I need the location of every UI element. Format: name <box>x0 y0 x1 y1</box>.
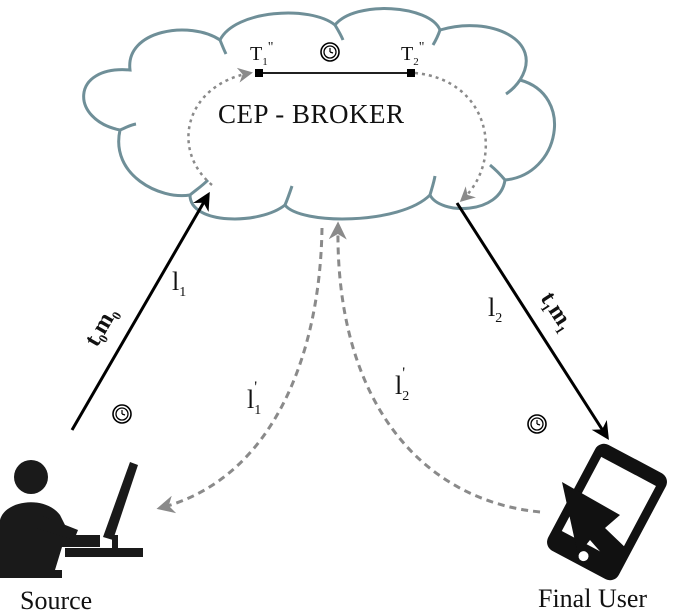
person-computer-icon <box>0 460 143 578</box>
arrow-source-to-broker <box>70 191 210 431</box>
timestamp-t1: T1" <box>250 40 273 68</box>
node-label-source: Source <box>20 586 92 611</box>
message-t1-m1: t1m1 <box>533 287 579 337</box>
clock-icon <box>320 42 340 62</box>
broker-title: CEP - BROKER <box>218 99 405 129</box>
timestamp-t2: T2" <box>401 40 424 68</box>
label-l2: l2 <box>488 293 502 326</box>
internal-arrow-in <box>187 67 253 186</box>
broker-cloud <box>82 7 556 221</box>
label-l2-prime: l2' <box>395 365 409 404</box>
broker-timeline <box>255 69 415 77</box>
arrow-broker-to-source <box>156 227 324 514</box>
arrow-broker-to-user <box>455 202 609 441</box>
node-label-final-user: Final User <box>538 584 647 611</box>
label-l1-prime: l1' <box>247 379 261 418</box>
message-t0-m0: t0m0 <box>80 302 125 352</box>
clock-icon <box>527 414 547 434</box>
label-l1: l1 <box>172 267 186 300</box>
arrow-user-to-broker <box>328 221 541 514</box>
clock-icon <box>112 404 132 424</box>
touch-hand-icon <box>562 482 630 565</box>
